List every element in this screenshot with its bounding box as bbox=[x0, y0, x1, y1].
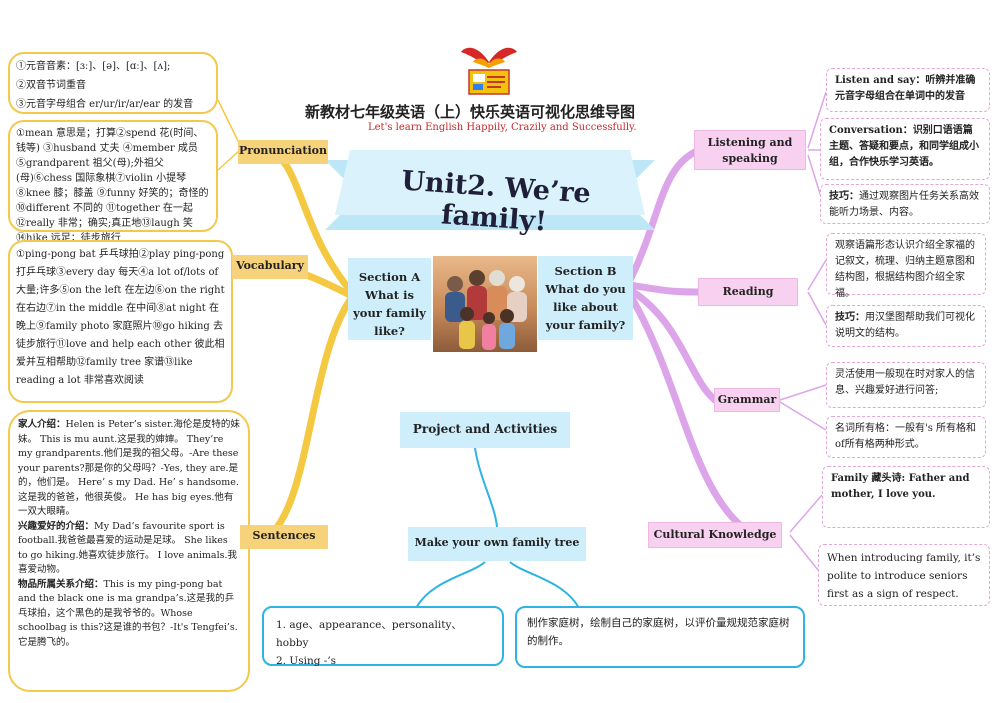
reading-box: 观察语篇形态认识介绍全家福的记叙文，梳理、归纳主题意图和结构图，根据结构图介绍全… bbox=[826, 233, 986, 299]
sentences-box: 家人介绍：Helen is Peter’s sister.海伦是皮特的妹妹。 T… bbox=[8, 410, 250, 692]
branch-sentences bbox=[266, 296, 354, 539]
section-b-box: Section B What do you like about your fa… bbox=[538, 256, 633, 340]
vocabulary-words-box: ①mean 意思是；打算②spend 花(时间、钱等) ③husband 丈夫 … bbox=[8, 120, 218, 244]
pronunciation-points: ①元音音素：[ɜː]、[ə]、[ɑː]、[ʌ]; ②双音节词重音 ③元音字母组合… bbox=[8, 52, 218, 114]
branch-cultural bbox=[626, 291, 744, 529]
grammar-tense-box: 灵活使用一般现在时对家人的信息、兴趣爱好进行问答; bbox=[826, 362, 986, 408]
introduction-etiquette-box: When introducing family, it’s polite to … bbox=[818, 544, 990, 606]
tree-task-box: 制作家庭树，绘制自己的家庭树，以评价量规规范家庭树的制作。 bbox=[515, 606, 805, 668]
cultural-knowledge-label[interactable]: Cultural Knowledge bbox=[648, 522, 782, 548]
branch-tree bbox=[474, 447, 498, 528]
listening-speaking-label[interactable]: Listening and speaking bbox=[694, 130, 806, 170]
reading-label[interactable]: Reading bbox=[698, 278, 798, 306]
grammar-possessive-box: 名词所有格：一般有's 所有格和of所有格两种形式。 bbox=[826, 416, 986, 458]
sentences-label[interactable]: Sentences bbox=[240, 525, 328, 549]
section-a-box: Section A What is your family like? bbox=[348, 258, 431, 340]
family-poem-box: Family 藏头诗: Father and mother, I love yo… bbox=[822, 466, 990, 528]
branch-grammar bbox=[626, 286, 719, 404]
project-activities-box[interactable]: Project and Activities bbox=[400, 412, 570, 448]
conversation-box: Conversation：识别口语语篇主题、答疑和要点，和同学组成小组，合作快乐… bbox=[820, 118, 990, 180]
branch-listening bbox=[626, 148, 699, 284]
vocabulary-label[interactable]: Vocabulary bbox=[232, 255, 308, 279]
pronunciation-label[interactable]: Pronunciation bbox=[238, 140, 328, 164]
tree-requirements-box: 1. age、appearance、personality、hobby 2. U… bbox=[262, 606, 504, 667]
listening-tip-box: 技巧：通过观察图片任务关系高效能听力场景、内容。 bbox=[820, 184, 990, 224]
page-title: 新教材七年级英语（上）快乐英语可视化思维导图 bbox=[305, 103, 636, 121]
branch-reading bbox=[626, 281, 702, 296]
vocabulary-phrases-box: ①ping-pong bat 乒乓球拍②play ping-pong 打乒乓球③… bbox=[8, 240, 233, 403]
family-tree-box[interactable]: Make your own family tree bbox=[408, 527, 586, 561]
book-logo bbox=[457, 40, 521, 98]
listen-say-box: Listen and say：听辨并准确元音字母组合在单词中的发音 bbox=[826, 68, 990, 112]
reading-tip-box: 技巧：用汉堡图帮助我们可视化说明文的结构。 bbox=[826, 305, 986, 347]
grammar-label[interactable]: Grammar bbox=[714, 388, 780, 412]
family-photo bbox=[433, 256, 537, 352]
page-subtitle: Let's learn English Happily, Crazily and… bbox=[368, 122, 637, 133]
